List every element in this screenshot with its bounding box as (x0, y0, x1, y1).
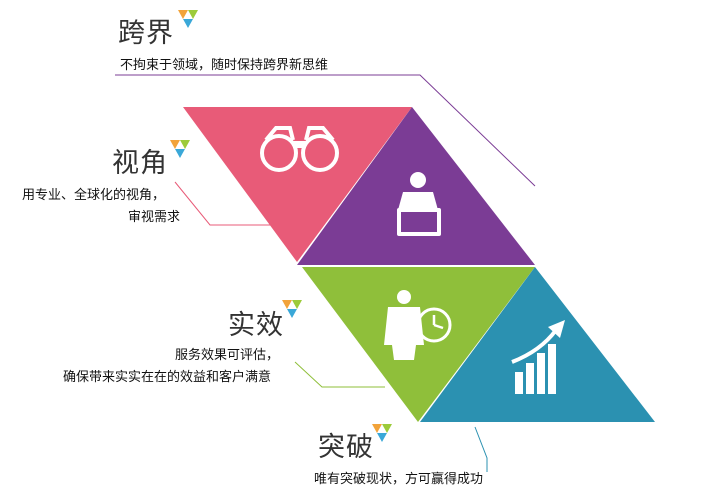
accent-logo-icon (372, 424, 392, 442)
teal-triangle (420, 267, 655, 422)
pink-triangle (183, 107, 412, 262)
section-title-shijiao: 视角 (112, 148, 168, 179)
section-desc-tupo: 唯有突破现状，方可赢得成功 (314, 472, 484, 487)
section-desc-shijiao-line2: 审视需求 (127, 210, 180, 225)
section-desc-kuajie: 不拘束于领域，随时保持跨界新思维 (120, 58, 329, 73)
presenter-icon (397, 172, 441, 236)
section-title-tupo: 突破 (318, 432, 374, 463)
connector-line-shijiao (174, 181, 285, 226)
accent-logo-icon (178, 10, 198, 28)
connector-line-tupo (474, 426, 488, 472)
businessman-clock-icon (384, 290, 452, 360)
growth-chart-icon (511, 320, 565, 394)
section-desc-shixiao-line2: 确保带来实实在在的效益和客户满意 (63, 370, 272, 385)
connector-line-kuajie (115, 74, 536, 187)
section-title-shixiao: 实效 (228, 310, 284, 341)
section-title-kuajie: 跨界 (118, 18, 174, 49)
section-desc-shixiao-line1: 服务效果可评估， (175, 348, 280, 363)
accent-logo-icon (170, 140, 190, 158)
connector-line-shixiao (294, 361, 385, 388)
accent-logo-icon (282, 300, 302, 318)
binoculars-icon (260, 126, 339, 172)
section-desc-shijiao-line1: 用专业、全球化的视角， (22, 188, 166, 203)
